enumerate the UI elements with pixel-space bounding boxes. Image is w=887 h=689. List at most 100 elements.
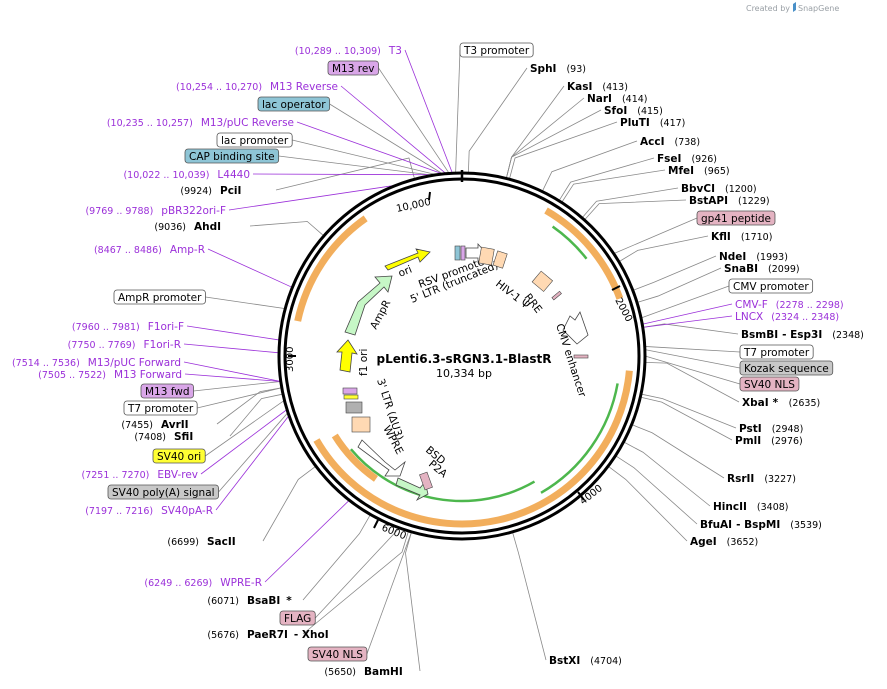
enzyme-kfli[interactable]: KflI(1710) bbox=[711, 231, 772, 243]
enzyme-kasi[interactable]: KasI(413) bbox=[567, 81, 628, 93]
feature-kozak-sequence[interactable]: Kozak sequence bbox=[739, 360, 834, 376]
enzyme-bbvci[interactable]: BbvCI(1200) bbox=[681, 183, 757, 195]
label-p2a: P2A bbox=[426, 458, 450, 481]
enzyme-position: (4704) bbox=[590, 656, 622, 667]
feature-cap-binding-site[interactable]: CAP binding site bbox=[184, 148, 280, 164]
primer-name: LNCX bbox=[735, 311, 763, 323]
enzyme-name: BstXI bbox=[549, 655, 580, 667]
feature-t7-promoter[interactable]: T7 promoter bbox=[123, 400, 198, 416]
primer-l4440[interactable]: L4440(10,022 .. 10,039) bbox=[123, 169, 250, 181]
enzyme-snabi[interactable]: SnaBI(2099) bbox=[724, 263, 800, 275]
feature-box-label: T7 promoter bbox=[127, 403, 194, 415]
enzyme-ndei[interactable]: NdeI (1993) bbox=[719, 251, 788, 263]
primer-ebv-rev[interactable]: EBV-rev(7251 .. 7270) bbox=[82, 469, 199, 481]
enzyme-name: SfiI bbox=[174, 431, 193, 443]
arc-green-right bbox=[540, 383, 619, 494]
primer-name: SV40pA-R bbox=[161, 505, 213, 517]
feature-box bbox=[739, 376, 800, 392]
enzyme-position: (413) bbox=[602, 82, 628, 93]
primer-m13-puc-forward[interactable]: M13/pUC Forward(7514 .. 7536) bbox=[12, 357, 181, 369]
tick-label-6000: 6000 bbox=[380, 523, 408, 543]
created-by-text: Created by bbox=[746, 4, 790, 13]
enzyme-paer7i[interactable]: (5676)PaeR7I- XhoI bbox=[207, 629, 328, 641]
enzyme-bstapi[interactable]: BstAPI(1229) bbox=[689, 195, 770, 207]
primer-m13-reverse[interactable]: M13 Reverse(10,254 .. 10,270) bbox=[176, 81, 338, 93]
primer-range: (2278 .. 2298) bbox=[776, 300, 844, 311]
feature-t3-promoter[interactable]: T3 promoter bbox=[459, 42, 534, 58]
enzyme-pcii[interactable]: (9924)PciI bbox=[180, 185, 241, 197]
enzyme-bsmbi[interactable]: BsmBI- Esp3I(2348) bbox=[741, 329, 864, 341]
feature-box-label: lac operator bbox=[262, 99, 326, 111]
enzyme-name: SacII bbox=[207, 536, 236, 548]
enzyme-acci[interactable]: AccI(738) bbox=[640, 136, 700, 148]
primer-wpre-r[interactable]: WPRE-R(6249 .. 6269) bbox=[144, 577, 262, 589]
feature-box-label: gp41 peptide bbox=[701, 213, 771, 225]
enzyme-ahdi[interactable]: (9036)AhdI bbox=[154, 221, 221, 233]
enzyme-pmli[interactable]: PmlI(2976) bbox=[735, 435, 803, 447]
primer-f1ori-r[interactable]: F1ori-R(7750 .. 7769) bbox=[68, 339, 181, 351]
feature-sv40-nls[interactable]: SV40 NLS bbox=[307, 646, 368, 662]
feature-lac-promoter[interactable]: lac promoter bbox=[216, 132, 293, 148]
enzyme-name: BsaBI bbox=[247, 595, 280, 607]
feature-gp41-peptide[interactable]: gp41 peptide bbox=[696, 210, 776, 226]
feature-sv40-ori[interactable]: SV40 ori bbox=[152, 448, 206, 464]
primer-range: (7514 .. 7536) bbox=[12, 358, 80, 369]
enzyme-position: (93) bbox=[566, 64, 586, 75]
enzyme-hincii[interactable]: HincII(3408) bbox=[713, 501, 789, 513]
primer-f1ori-f[interactable]: F1ori-F(7960 .. 7981) bbox=[72, 321, 184, 333]
enzyme-psti[interactable]: PstI(2948) bbox=[739, 423, 803, 435]
enzyme-sfoi[interactable]: SfoI(415) bbox=[604, 105, 663, 117]
enzyme-bamhi[interactable]: (5650)BamHI bbox=[324, 666, 402, 678]
feature-sv40-nls[interactable]: SV40 NLS bbox=[739, 376, 800, 392]
primer-range: (10,022 .. 10,039) bbox=[123, 170, 209, 181]
enzyme-name: PluTI bbox=[620, 117, 650, 129]
enzyme-sphi[interactable]: SphI(93) bbox=[530, 63, 586, 75]
enzyme-sacii[interactable]: (6699)SacII bbox=[167, 536, 235, 548]
feature-m13-rev[interactable]: M13 rev bbox=[327, 60, 379, 76]
enzyme-name: XbaI bbox=[742, 397, 769, 409]
enzyme-avrii[interactable]: (7455)AvrII bbox=[121, 419, 188, 431]
primer-cmv-f[interactable]: CMV-F(2278 .. 2298) bbox=[735, 299, 844, 311]
enzyme-mfei[interactable]: MfeI(965) bbox=[668, 165, 730, 177]
enzyme-xbai[interactable]: XbaI*(2635) bbox=[742, 397, 820, 409]
primer-name: M13/pUC Reverse bbox=[201, 117, 294, 129]
primer-sv40pa-r[interactable]: SV40pA-R(7197 .. 7216) bbox=[85, 505, 213, 517]
feature-box bbox=[257, 96, 331, 112]
enzyme-name: PmlI bbox=[735, 435, 761, 447]
ampr-arrow bbox=[344, 275, 393, 336]
primer-name: F1ori-R bbox=[144, 339, 181, 351]
enzyme-bsabi[interactable]: (6071)BsaBI* bbox=[207, 595, 292, 607]
primer-range: (8467 .. 8486) bbox=[94, 245, 162, 256]
primer-m13-forward[interactable]: M13 Forward(7505 .. 7522) bbox=[38, 369, 182, 381]
enzyme-nari[interactable]: NarI(414) bbox=[587, 93, 648, 105]
arc-bsd-orange bbox=[313, 370, 633, 528]
feature-box-label: AmpR promoter bbox=[118, 292, 202, 304]
primer-amp-r[interactable]: Amp-R(8467 .. 8486) bbox=[94, 244, 205, 256]
enzyme-pluti[interactable]: PluTI(417) bbox=[620, 117, 685, 129]
enzyme-position: (7455) bbox=[121, 420, 153, 431]
enzyme-bstxi[interactable]: BstXI (4704) bbox=[549, 655, 622, 667]
primer-lncx[interactable]: LNCX(2324 .. 2348) bbox=[735, 311, 839, 323]
feature-t7-promoter[interactable]: T7 promoter bbox=[739, 344, 814, 360]
feature-box bbox=[728, 278, 814, 294]
enzyme-name: BamHI bbox=[364, 666, 403, 678]
feature-lac-operator[interactable]: lac operator bbox=[257, 96, 331, 112]
enzyme-agei[interactable]: AgeI(3652) bbox=[690, 536, 758, 548]
enzyme-name: NdeI bbox=[719, 251, 746, 263]
enzyme-position: (1993) bbox=[756, 252, 788, 263]
primer-t3[interactable]: T3(10,289 .. 10,309) bbox=[295, 45, 402, 57]
primer-m13-puc-reverse[interactable]: M13/pUC Reverse(10,235 .. 10,257) bbox=[107, 117, 294, 129]
feature-sv40-poly-a-signal[interactable]: SV40 poly(A) signal bbox=[107, 484, 219, 500]
primer-pbr322ori-f[interactable]: pBR322ori-F(9769 .. 9788) bbox=[85, 205, 226, 217]
labels: SphI(93) KasI(413)NarI(414)SfoI(415)PluTI… bbox=[12, 42, 864, 678]
enzyme-sfii[interactable]: (7408)SfiI bbox=[134, 431, 193, 443]
feature-cmv-promoter[interactable]: CMV promoter bbox=[728, 278, 814, 294]
arc-cmv-green bbox=[551, 225, 588, 260]
enzyme-rsrii[interactable]: RsrII(3227) bbox=[727, 473, 796, 485]
feature-m13-fwd[interactable]: M13 fwd bbox=[140, 383, 194, 399]
enzyme-fsei[interactable]: FseI(926) bbox=[657, 153, 717, 165]
feature-box-label: CAP binding site bbox=[189, 151, 275, 163]
feature-ampr-promoter[interactable]: AmpR promoter bbox=[113, 289, 206, 305]
enzyme-bfuai[interactable]: BfuAI- BspMI(3539) bbox=[700, 519, 822, 531]
feature-flag[interactable]: FLAG bbox=[279, 610, 316, 626]
